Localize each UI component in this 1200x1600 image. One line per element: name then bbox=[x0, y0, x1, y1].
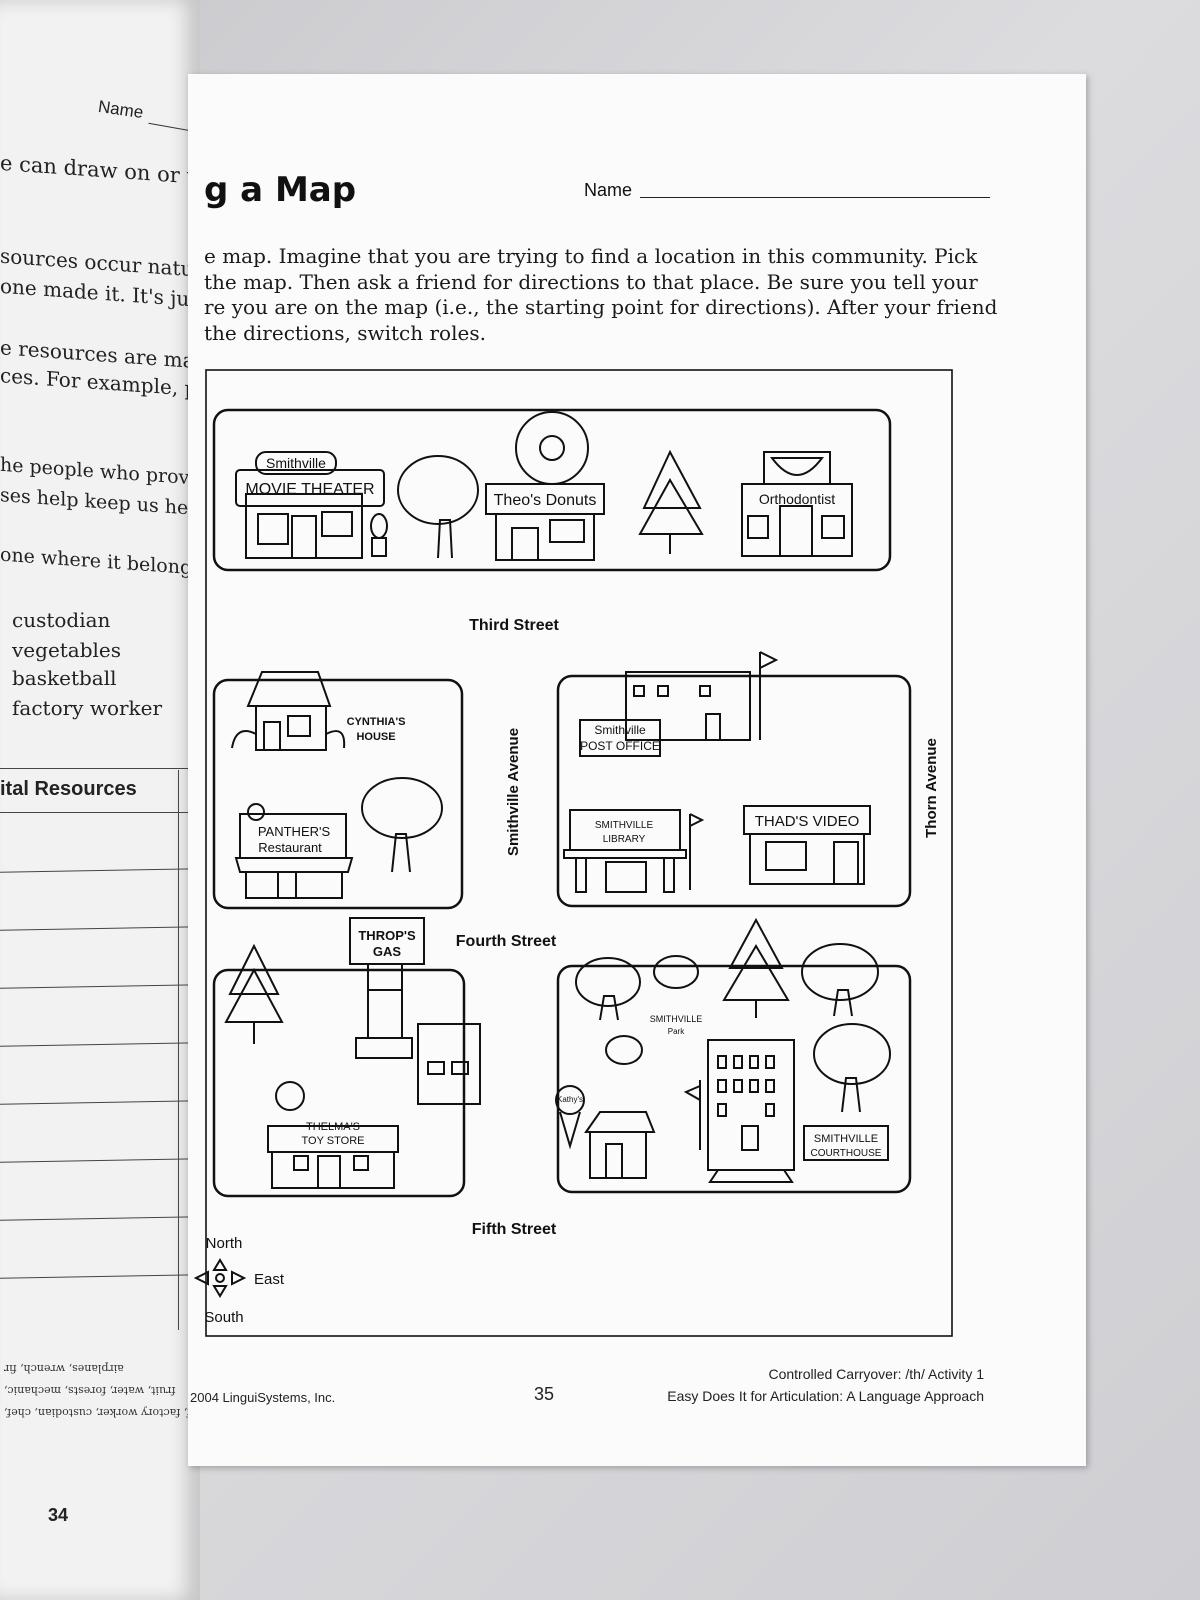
right-page bbox=[188, 74, 1086, 1466]
video-store-label: THAD'S VIDEO bbox=[755, 813, 860, 830]
gas-station-label: GAS bbox=[373, 944, 402, 959]
compass-north-label: North bbox=[206, 1235, 243, 1252]
thorn-avenue-label: Thorn Avenue bbox=[923, 738, 940, 838]
movie-theater-label-top: Smithville bbox=[266, 455, 326, 471]
potted-plant-icon bbox=[370, 513, 388, 557]
word-list-item: vegetables bbox=[12, 638, 122, 662]
toy-store-label: THELMA'S bbox=[306, 1121, 360, 1133]
post-office-icon bbox=[579, 651, 779, 757]
park-label: Park bbox=[668, 1027, 685, 1036]
gas-station-label: THROP'S bbox=[358, 928, 416, 943]
tree-icon bbox=[653, 955, 699, 989]
left-page-number: 34 bbox=[48, 1505, 69, 1525]
toy-store-label: TOY STORE bbox=[302, 1135, 365, 1147]
tree-icon bbox=[801, 943, 879, 1017]
block-middle-left bbox=[212, 678, 464, 910]
word-list-item: factory worker bbox=[12, 696, 163, 720]
right-page-number: 35 bbox=[534, 1384, 555, 1404]
tree-icon bbox=[813, 1023, 891, 1113]
cynthia-house-label: HOUSE bbox=[356, 731, 395, 743]
post-office-label: POST OFFICE bbox=[580, 739, 660, 753]
table-heading: ital Resources bbox=[0, 778, 137, 800]
instruction-line: e map. Imagine that you are trying to fi… bbox=[204, 244, 978, 268]
courthouse-label: COURTHOUSE bbox=[811, 1148, 882, 1159]
block-middle-right bbox=[556, 674, 912, 908]
block-bottom-right bbox=[556, 964, 912, 1194]
compass-south-label: South bbox=[204, 1309, 243, 1326]
table-row-rule bbox=[0, 812, 200, 813]
library-icon bbox=[563, 809, 705, 893]
video-store-icon bbox=[743, 805, 871, 885]
page-title: g a Map bbox=[204, 170, 357, 210]
post-office-label: Smithville bbox=[594, 723, 646, 737]
block-top bbox=[212, 408, 892, 572]
table-column-divider bbox=[178, 770, 179, 1330]
orthodontist-label: Orthodontist bbox=[759, 491, 835, 507]
name-line bbox=[640, 197, 990, 198]
ice-cream-shop-icon bbox=[555, 1085, 656, 1179]
pine-tree-icon bbox=[638, 449, 704, 554]
map-frame bbox=[205, 369, 953, 1337]
instruction-line: the directions, switch roles. bbox=[204, 321, 486, 345]
instruction-line: re you are on the map (i.e., the startin… bbox=[204, 295, 998, 319]
movie-theater-icon bbox=[235, 451, 385, 559]
footer-copyright: 2004 LinguiSystems, Inc. bbox=[190, 1390, 336, 1405]
movie-theater-label: MOVIE THEATER bbox=[245, 481, 374, 498]
block-bottom-left bbox=[212, 968, 466, 1198]
restaurant-icon bbox=[234, 803, 354, 899]
third-street-label: Third Street bbox=[469, 617, 559, 634]
footer-activity: Controlled Carryover: /th/ Activity 1 bbox=[768, 1366, 984, 1382]
donut-shop-icon bbox=[485, 411, 605, 561]
table-top-rule bbox=[0, 768, 200, 769]
compass-icon bbox=[193, 1258, 247, 1298]
compass-east-label: East bbox=[254, 1271, 285, 1288]
library-label: LIBRARY bbox=[603, 834, 646, 845]
panther-restaurant-label: Restaurant bbox=[258, 840, 322, 855]
left-page: Name e can draw on or use wh sources occ… bbox=[0, 0, 200, 1600]
pine-tree-icon bbox=[224, 943, 284, 1044]
courthouse-label: SMITHVILLE bbox=[814, 1133, 878, 1145]
word-list-item: basketball bbox=[12, 666, 117, 690]
gas-station-icon bbox=[349, 917, 481, 1105]
tree-icon bbox=[397, 455, 479, 559]
instruction-line: the map. Then ask a friend for direction… bbox=[204, 270, 978, 294]
courthouse-icon bbox=[683, 1039, 889, 1183]
fourth-street-label: Fourth Street bbox=[456, 933, 557, 950]
park-label: SMITHVILLE bbox=[650, 1014, 703, 1024]
donut-shop-label: Theo's Donuts bbox=[494, 492, 597, 509]
word-list-item: custodian bbox=[12, 608, 111, 632]
name-label: Name bbox=[584, 180, 633, 200]
orthodontist-icon bbox=[741, 451, 853, 557]
smithville-avenue-label: Smithville Avenue bbox=[505, 728, 522, 856]
ice-cream-label: Kathy's bbox=[557, 1095, 583, 1104]
panther-restaurant-label: PANTHER'S bbox=[258, 824, 331, 839]
tree-icon bbox=[575, 957, 641, 1021]
fifth-street-label: Fifth Street bbox=[472, 1221, 557, 1238]
library-label: SMITHVILLE bbox=[595, 820, 654, 831]
footer-book-title: Easy Does It for Articulation: A Languag… bbox=[667, 1388, 984, 1404]
toy-store-icon bbox=[267, 1081, 399, 1189]
pine-tree-icon bbox=[722, 917, 790, 1018]
cynthia-house-label: CYNTHIA'S bbox=[347, 716, 406, 728]
tree-icon bbox=[361, 777, 443, 873]
house-icon bbox=[231, 671, 346, 751]
bush-icon bbox=[605, 1035, 643, 1065]
